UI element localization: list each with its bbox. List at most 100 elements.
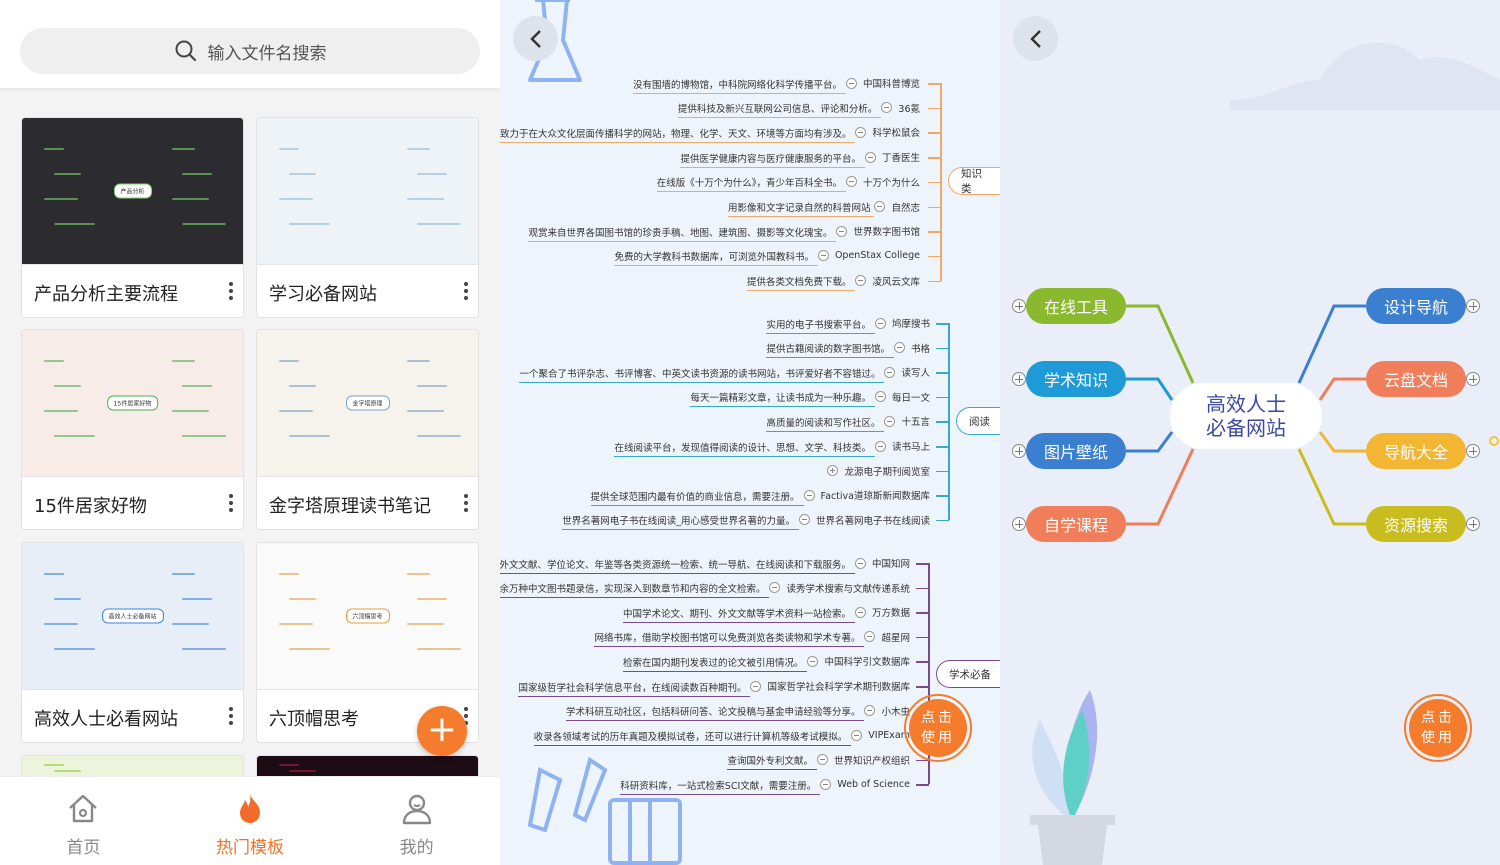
template-card[interactable]: 产品分析产品分析主要流程	[21, 117, 244, 318]
topic-item[interactable]: 检索在国内期刊发表过的论文被引用情况。中国科学引文数据库	[622, 652, 910, 672]
branch-node[interactable]: 设计导航	[1366, 288, 1466, 324]
branch-node[interactable]: 在线工具	[1026, 288, 1126, 324]
template-card[interactable]: 金字塔原理金字塔原理读书笔记	[256, 329, 479, 530]
collapse-icon[interactable]	[874, 317, 886, 329]
collapse-icon[interactable]	[874, 391, 886, 403]
collapse-icon[interactable]	[855, 275, 867, 287]
collapse-icon[interactable]	[817, 250, 829, 262]
topic-item[interactable]: 免费的大学教科书数据库，可浏览外国教科书。OpenStax College	[614, 247, 920, 267]
more-options-icon[interactable]	[229, 707, 233, 725]
topic-item[interactable]: 提供医学健康内容与医疗健康服务的平台。丁香医生	[680, 148, 920, 168]
topic-item[interactable]: 一个聚合了书评杂志、书评博客、中英文读书资源的读书网站，书评爱好者不容错过。读写…	[519, 363, 930, 383]
topic-item[interactable]: 国家级哲学社会科学信息平台，在线阅读数百种期刊。国家哲学社会科学学术期刊数据库	[518, 677, 910, 697]
topic-item[interactable]: 科研资料库，一站式检索SCI文献，需要注册。Web of Science	[620, 775, 910, 795]
collapse-icon[interactable]	[845, 77, 857, 89]
topic-item[interactable]: 用影像和文字记录自然的科普网站自然志	[727, 198, 920, 217]
topic-item[interactable]: 中国学术论文、期刊、外文文献等学术资料一站检索。万方数据	[622, 603, 910, 623]
template-card[interactable]: 高效人士必备网站高效人士必看网站	[21, 542, 244, 743]
tab-home[interactable]: 首页	[0, 777, 167, 865]
expand-icon[interactable]	[1466, 299, 1480, 313]
topic-item[interactable]: 致力于在大众文化层面传播科学的网站，物理、化学、天文、环境等方面均有涉及。科学松…	[500, 123, 920, 143]
use-template-button[interactable]: 点击 使用	[904, 694, 972, 762]
more-options-icon[interactable]	[464, 494, 468, 512]
collapse-icon[interactable]	[884, 415, 896, 427]
branch-node[interactable]: 导航大全	[1366, 433, 1466, 469]
collapse-icon[interactable]	[836, 225, 848, 237]
collapse-icon[interactable]	[881, 102, 893, 114]
topic-item[interactable]: 高质量的阅读和写作社区。十五言	[766, 412, 930, 432]
topic-item[interactable]: 世界名著网电子书在线阅读_用心感受世界名著的力量。世界名著网电子书在线阅读	[562, 511, 930, 531]
collapse-icon[interactable]	[798, 514, 810, 526]
collapse-icon[interactable]	[854, 557, 866, 569]
topic-item[interactable]: 提供古籍阅读的数字图书馆。书格	[766, 339, 930, 359]
template-thumbnail: 六顶帽思考	[257, 543, 478, 690]
branch-node[interactable]: 资源搜索	[1366, 506, 1466, 542]
branch-node[interactable]: 图片壁纸	[1026, 433, 1126, 469]
expand-icon[interactable]	[1466, 517, 1480, 531]
topic-name: VIPExam	[868, 729, 910, 741]
collapse-icon[interactable]	[855, 126, 867, 138]
collapse-icon[interactable]	[851, 729, 863, 741]
topic-item[interactable]: 收录各领域考试的历年真题及模拟试卷，还可以进行计算机等级考试模拟。VIPExam	[533, 726, 910, 746]
collapse-icon[interactable]	[864, 151, 876, 163]
more-options-icon[interactable]	[229, 494, 233, 512]
topic-item[interactable]: 提供科技及新兴互联网公司信息、评论和分析。36氪	[677, 99, 920, 119]
expand-icon[interactable]	[1012, 517, 1026, 531]
use-template-button-2[interactable]: 点击 使用	[1404, 694, 1472, 762]
collapse-icon[interactable]	[874, 201, 886, 212]
branch-node[interactable]: 学术知识	[1026, 361, 1126, 397]
topic-item[interactable]: 网络书库，借助学校图书馆可以免费浏览各类读物和学术专著。超星网	[594, 628, 910, 648]
collapse-icon[interactable]	[874, 440, 886, 452]
topic-item[interactable]: 观赏来自世界各国图书馆的珍贵手稿、地图、建筑图、摄影等文化瑰宝。世界数字图书馆	[528, 222, 920, 242]
category-node[interactable]: 知识类	[948, 167, 1000, 195]
back-button[interactable]	[1013, 16, 1058, 61]
expand-icon[interactable]	[1012, 299, 1026, 313]
branch-node[interactable]: 云盘文档	[1366, 361, 1466, 397]
connector	[928, 280, 941, 283]
collapse-icon[interactable]	[820, 778, 832, 790]
more-options-icon[interactable]	[229, 282, 233, 300]
collapse-icon[interactable]	[769, 582, 781, 594]
expand-icon[interactable]	[1012, 444, 1026, 458]
topic-item[interactable]: 30余万种中文图书题录信，实现深入到数章节和内容的全文检索。读秀学术搜索与文献传…	[500, 579, 910, 599]
branch-node[interactable]: 自学课程	[1026, 506, 1126, 542]
collapse-icon[interactable]	[807, 655, 819, 667]
template-card[interactable]: 学习必备网站	[256, 117, 479, 318]
expand-icon[interactable]	[1466, 372, 1480, 386]
collapse-icon[interactable]	[854, 606, 866, 618]
category-node[interactable]: 阅读	[956, 407, 1000, 435]
collapse-icon[interactable]	[864, 705, 876, 717]
topic-item[interactable]: 提供全球范围内最有价值的商业信息，需要注册。Factiva道琼斯新闻数据库	[590, 486, 930, 506]
collapse-icon[interactable]	[816, 754, 828, 766]
topic-item[interactable]: 在线版《十万个为什么》，青少年百科全书。十万个为什么	[656, 173, 920, 193]
expand-icon[interactable]	[1012, 372, 1026, 386]
collapse-icon[interactable]	[803, 489, 815, 501]
topic-item[interactable]: 没有围墙的博物馆，中科院网络化科学传播平台。中国科普博览	[632, 74, 920, 94]
topic-item[interactable]: 献、外文文献、学位论文、年鉴等各类资源统一检索、统一导航、在线阅读和下载服务。中…	[500, 554, 910, 574]
thumbnail-branch	[182, 385, 212, 387]
expand-icon[interactable]	[827, 465, 839, 477]
expand-icon[interactable]	[1466, 444, 1480, 458]
topic-item[interactable]: 每天一篇精彩文章，让读书成为一种乐趣。每日一文	[690, 388, 930, 408]
collapse-icon[interactable]	[893, 342, 905, 354]
topic-item[interactable]: 提供各类文档免费下载。凌风云文库	[746, 272, 920, 292]
search-input[interactable]: 输入文件名搜索	[20, 28, 480, 74]
more-options-icon[interactable]	[464, 282, 468, 300]
tab-hot-templates[interactable]: 热门模板	[167, 777, 334, 865]
central-topic[interactable]: 高效人士 必备网站	[1170, 383, 1322, 449]
tab-mine[interactable]: 我的	[333, 777, 500, 865]
collapse-icon[interactable]	[845, 176, 857, 188]
topic-item[interactable]: 实用的电子书搜索平台。鸠摩搜书	[766, 314, 930, 334]
topic-item[interactable]: 查询国外专利文献。世界知识产权组织	[727, 751, 910, 771]
topic-item[interactable]: 学术科研互动社区，包括科研问答、论文投稿与基金申请经验等分享。小木虫	[565, 702, 910, 722]
category-node[interactable]: 学术必备	[936, 660, 1000, 688]
topic-item[interactable]: 龙源电子期刊阅览室	[827, 462, 930, 480]
add-button[interactable]: +	[417, 706, 467, 756]
collapse-icon[interactable]	[750, 680, 762, 692]
thumbnail-branch	[44, 573, 64, 575]
collapse-icon[interactable]	[884, 366, 896, 378]
topic-item[interactable]: 在线阅读平台，发现值得阅读的设计、思想、文学、科技类。读书马上	[614, 437, 930, 457]
back-button[interactable]	[513, 16, 558, 61]
collapse-icon[interactable]	[864, 631, 876, 643]
